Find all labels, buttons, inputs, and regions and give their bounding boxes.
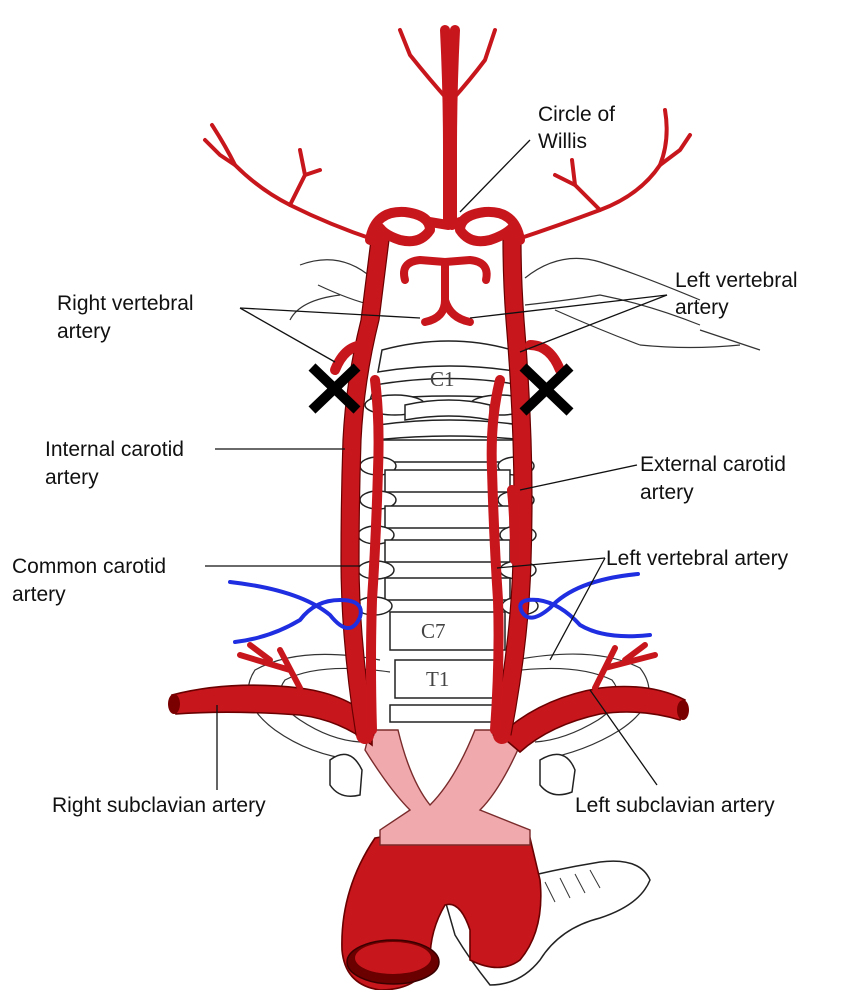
label-common-carotid: Common carotid artery xyxy=(12,555,172,606)
label-left-vertebral-top-line2: artery xyxy=(675,296,729,319)
label-left-vertebral-top: Left vertebral artery xyxy=(675,269,803,319)
label-external-carotid: External carotid artery xyxy=(640,453,792,504)
label-right-vertebral-line2: artery xyxy=(57,320,111,343)
label-internal-carotid-line2: artery xyxy=(45,466,99,489)
label-left-vertebral-mid: Left vertebral artery xyxy=(606,547,789,570)
label-internal-carotid: Internal carotid artery xyxy=(45,438,190,489)
vertebra-label-c1: C1 xyxy=(430,367,455,391)
label-external-carotid-line2: artery xyxy=(640,481,694,504)
ligation-loop-left xyxy=(520,574,650,636)
label-left-vertebral-top-line1: Left vertebral xyxy=(675,269,798,292)
label-right-vertebral: Right vertebral artery xyxy=(57,292,199,343)
label-common-carotid-line1: Common carotid xyxy=(12,555,166,578)
label-internal-carotid-line1: Internal carotid xyxy=(45,438,184,461)
label-left-subclavian: Left subclavian artery xyxy=(575,794,775,817)
label-right-vertebral-line1: Right vertebral xyxy=(57,292,194,315)
vertebra-label-t1: T1 xyxy=(426,667,449,691)
label-circle-of-willis-line1: Circle of xyxy=(538,103,615,126)
right-subclavian-artery xyxy=(172,685,372,745)
left-subclavian-artery xyxy=(500,687,685,753)
label-external-carotid-line1: External carotid xyxy=(640,453,786,476)
vertebra-label-c7: C7 xyxy=(421,619,446,643)
label-circle-of-willis-line2: Willis xyxy=(538,130,587,153)
label-right-subclavian: Right subclavian artery xyxy=(52,794,266,817)
label-circle-of-willis: Circle of Willis xyxy=(538,103,621,153)
label-common-carotid-line2: artery xyxy=(12,583,66,606)
occlusion-x-left xyxy=(523,367,570,412)
proximal-trunks xyxy=(365,730,530,845)
